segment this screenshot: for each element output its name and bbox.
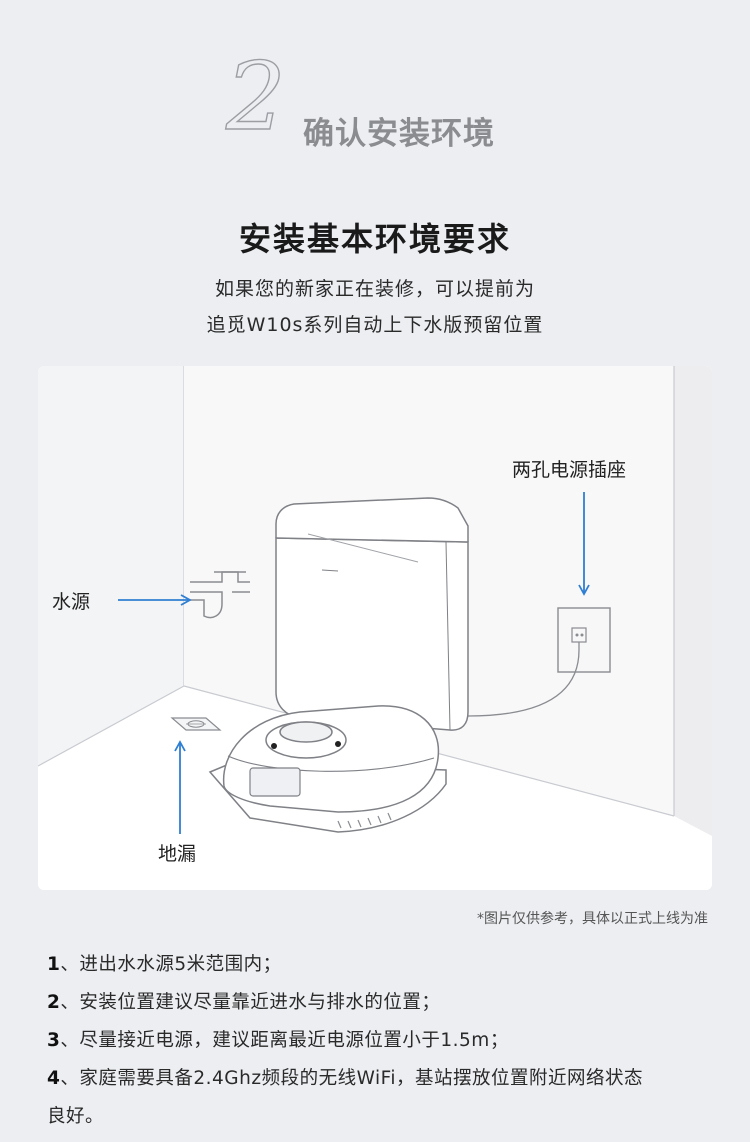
subtitle-line-2: 追觅W10s系列自动上下水版预留位置 [206,314,544,336]
requirement-number: 1 [47,954,61,975]
power-socket-icon [467,607,611,717]
label-floor-drain: 地漏 [158,843,196,865]
requirement-number: 3 [47,1030,61,1051]
requirement-text: 、家庭需要具备2.4Ghz频段的无线WiFi，基站摆放位置附近网络状态 [60,1068,644,1089]
requirement-text: 、尽量接近电源，建议距离最近电源位置小于1.5m； [60,1030,509,1051]
faucet-icon [190,571,250,619]
label-power-socket: 两孔电源插座 [512,459,626,481]
step-number: 2 [225,43,286,152]
base-station-icon [275,497,469,731]
requirement-item: 4、家庭需要具备2.4Ghz频段的无线WiFi，基站摆放位置附近网络状态 [47,1060,707,1098]
step-header: 2 确认安装环境 [0,43,750,158]
robot-vacuum-icon [208,705,447,833]
right-wall [674,366,712,836]
label-water-source: 水源 [52,591,90,613]
requirement-number: 4 [47,1068,61,1089]
installation-illustration: 两孔电源插座 水源 地漏 [38,366,712,890]
room-diagram: 两孔电源插座 水源 地漏 [38,366,712,890]
requirement-item: 2、安装位置建议尽量靠近进水与排水的位置； [47,984,707,1022]
step-title: 确认安装环境 [303,116,495,152]
requirement-text: 、进出水水源5米范围内； [60,954,282,975]
requirements-list: 1、进出水水源5米范围内； 2、安装位置建议尽量靠近进水与排水的位置； 3、尽量… [47,946,707,1136]
requirement-text: 良好。 [47,1106,105,1127]
requirement-text: 、安装位置建议尽量靠近进水与排水的位置； [60,992,441,1013]
requirement-number: 2 [47,992,61,1013]
disclaimer-note: *图片仅供参考，具体以正式上线为准 [477,911,708,927]
requirement-item-continued: 良好。 [47,1098,707,1136]
requirement-item: 1、进出水水源5米范围内； [47,946,707,984]
requirement-item: 3、尽量接近电源，建议距离最近电源位置小于1.5m； [47,1022,707,1060]
floor-drain-icon [170,717,222,731]
subtitle-line-1: 如果您的新家正在装修，可以提前为 [214,278,535,300]
page-title: 安装基本环境要求 [238,220,511,258]
left-wall [38,366,184,766]
